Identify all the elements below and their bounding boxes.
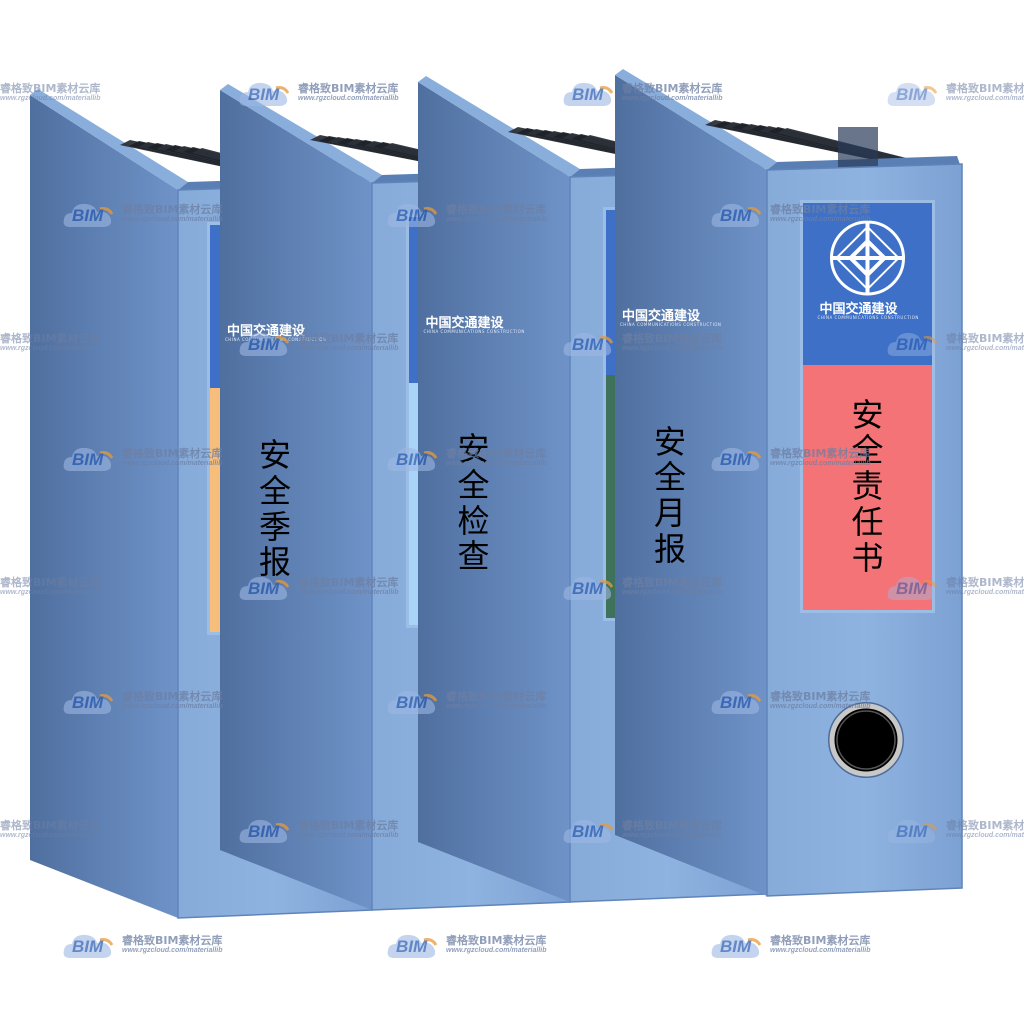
spine-char: 季 <box>258 507 291 546</box>
spine-char: 全 <box>258 471 291 510</box>
spine-char: 检 <box>457 501 490 540</box>
binder-1-top-rim <box>30 89 188 190</box>
spine-char: 全 <box>653 458 686 497</box>
spine-char: 责 <box>851 467 884 506</box>
spine-char: 安 <box>258 436 291 474</box>
spine-char: 全 <box>457 465 490 504</box>
binder-4 <box>615 69 963 897</box>
spine-char: 安 <box>457 430 490 468</box>
binder-1-logo-subtitle: CHINA COMMUNICATIONS CONSTRUCTION <box>225 337 327 342</box>
spine-char: 书 <box>851 538 884 577</box>
binder-3-logo-title: 中国交通建设 <box>622 309 701 324</box>
spine-char: 查 <box>457 537 490 576</box>
binder-4-logo-title: 中国交通建设 <box>819 302 898 317</box>
spine-char: 报 <box>653 529 686 568</box>
binder-4-label-body <box>803 365 932 610</box>
spine-char: 任 <box>851 502 884 541</box>
binder-4-cccc-logo-icon <box>830 220 905 296</box>
spine-char: 报 <box>258 543 291 582</box>
spine-char: 安 <box>851 395 884 434</box>
binder-2-top-rim <box>220 84 382 183</box>
binder-3-spine-title: 安全月报 <box>650 422 690 568</box>
binder-2-logo-subtitle: CHINA COMMUNICATIONS CONSTRUCTION <box>423 329 525 334</box>
spine-char: 月 <box>653 494 686 533</box>
binder-4-spine-title: 安全责任书 <box>848 395 888 577</box>
binder-1-side-panel <box>30 95 178 918</box>
spine-char: 安 <box>653 422 686 461</box>
binder-2-side-panel <box>220 90 372 910</box>
binder-3-logo-subtitle: CHINA COMMUNICATIONS CONSTRUCTION <box>620 322 722 327</box>
binder-3-side-panel <box>418 82 570 902</box>
binder-4-side-panel <box>615 75 767 896</box>
binder-2-logo-title: 中国交通建设 <box>425 316 504 331</box>
spine-char: 全 <box>851 431 884 470</box>
binder-2-spine-title: 安全检查 <box>454 430 494 576</box>
binder-4-top-rim <box>615 69 777 170</box>
binder-3-top-rim <box>418 76 580 177</box>
binder-4-logo-subtitle: CHINA COMMUNICATIONS CONSTRUCTION <box>817 315 919 320</box>
binder-1-spine-title: 安全季报 <box>255 436 295 582</box>
